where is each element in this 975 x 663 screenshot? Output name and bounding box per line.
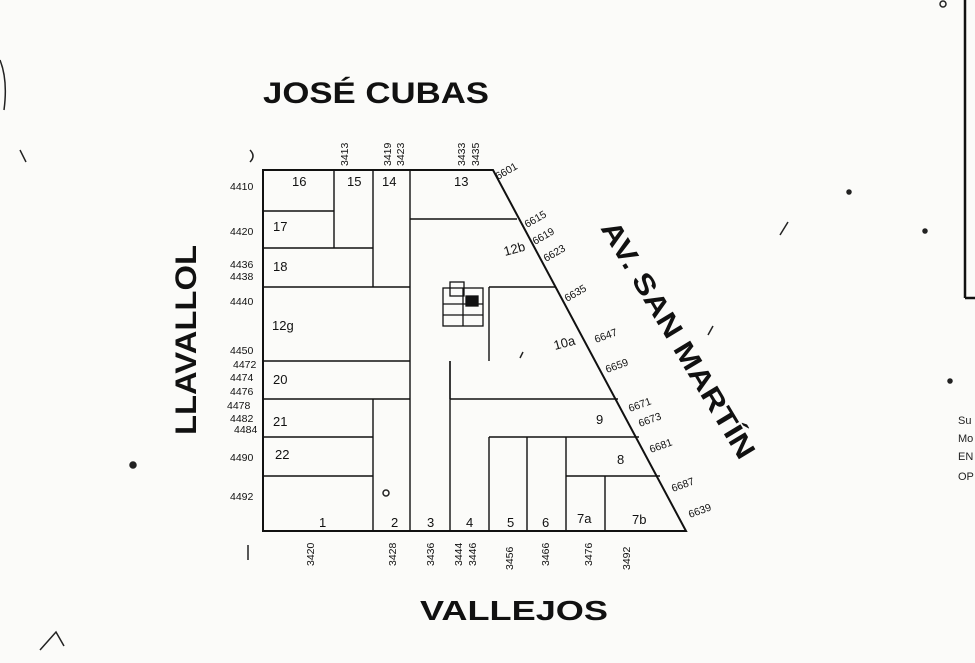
south-number: 3466 [540,542,552,566]
edge-text-en: EN [958,451,973,463]
lot-15: 15 [347,174,361,189]
lot-10a: 10a [552,333,578,353]
diagonal-number: 6639 [687,501,713,520]
west-number: 4490 [230,452,254,464]
lot-14: 14 [382,174,396,189]
street-west: LLAVALLOL [170,245,203,435]
lot-18: 18 [273,259,287,274]
diagonal-number: 6619 [531,225,557,247]
south-number: 3444 [453,542,465,566]
west-number: 4410 [230,181,254,193]
lot-2: 2 [391,515,398,530]
diagonal-number: 6623 [542,242,568,264]
lot-13: 13 [454,174,468,189]
lot-12g: 12g [272,318,294,333]
west-number: 4482 [230,413,254,425]
lot-9: 9 [596,412,603,427]
diagonal-number: 6647 [593,326,619,345]
north-number: 3433 [456,142,468,166]
north-number: 3419 [382,142,394,166]
diagonal-number: 6635 [563,282,589,304]
west-number: 4476 [230,386,254,398]
lot-7b: 7b [632,512,646,527]
edge-text-su: Su [958,415,971,427]
lot-6: 6 [542,515,549,530]
lot-20: 20 [273,372,287,387]
south-number: 3436 [425,542,437,566]
diagonal-number: 6687 [670,475,696,494]
building-sketch [442,281,484,327]
lot-5: 5 [507,515,514,530]
south-number: 3476 [583,542,595,566]
north-number: 3413 [339,142,351,166]
west-number: 4472 [233,359,257,371]
lot-4: 4 [466,515,473,530]
west-number: 4492 [230,491,254,503]
street-north: JOSÉ CUBAS [263,76,489,110]
west-number: 4484 [234,424,258,436]
west-number: 4440 [230,296,254,308]
west-number: 4478 [227,400,251,412]
west-numbers: 4410 4420 4436 4438 4440 4450 4472 4474 … [227,181,258,503]
right-edge-frame [963,0,975,300]
street-south: VALLEJOS [420,595,608,626]
lot-8: 8 [617,452,624,467]
south-number: 3456 [504,546,516,570]
diagonal-number: 6671 [627,395,653,414]
north-number: 3423 [395,142,407,166]
west-number: 4420 [230,226,254,238]
lot-1: 1 [319,515,326,530]
diagonal-number: 6681 [648,436,674,455]
south-number: 3420 [305,542,317,566]
lot-16: 16 [292,174,306,189]
south-number: 3446 [467,542,479,566]
block-lines [262,169,688,532]
west-number: 4436 [230,259,254,271]
west-number: 4438 [230,271,254,283]
diagonal-number: 6615 [523,208,549,230]
lot-17: 17 [273,219,287,234]
north-number: 3435 [470,142,482,166]
diagonal-number: 6601 [494,160,520,182]
west-number: 4450 [230,345,254,357]
south-numbers: 3420 3428 3436 3444 3446 3456 3466 3476 … [305,542,633,570]
street-diagonal: AV. SAN MARTÍN [595,215,762,464]
lot-7a: 7a [577,511,592,526]
lot-12b: 12b [502,239,527,259]
scan-marks [0,0,953,651]
south-number: 3492 [621,546,633,570]
edge-text-mo: Mo [958,433,973,445]
north-numbers: 3413 3419 3423 3433 3435 [339,142,482,166]
edge-text-op: OP [958,471,974,483]
lot-21: 21 [273,414,287,429]
west-number: 4474 [230,372,254,384]
south-number: 3428 [387,542,399,566]
diagonal-number: 6673 [637,410,663,429]
lot-3: 3 [427,515,434,530]
diagonal-number: 6659 [604,356,630,375]
lot-22: 22 [275,447,289,462]
